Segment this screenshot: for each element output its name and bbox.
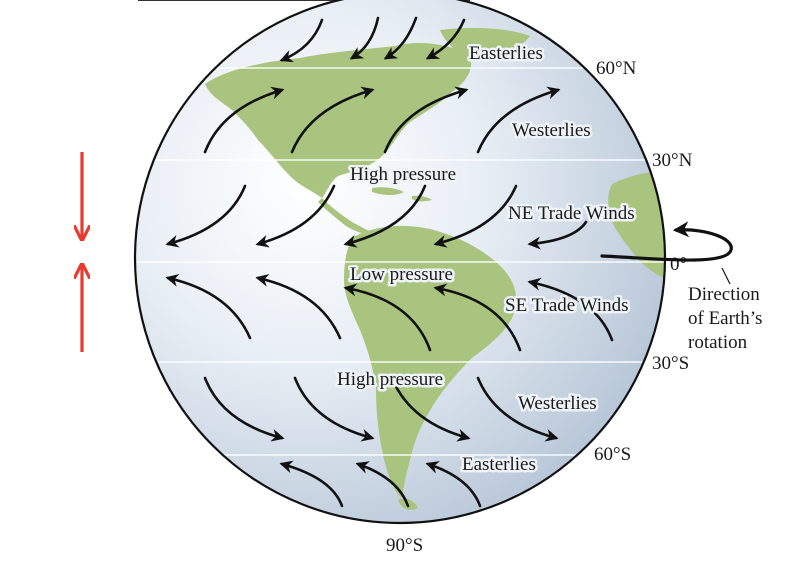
caribbean-islands [372,187,432,202]
ne-trade-winds-label: NE Trade Winds [508,203,635,224]
north-easterly-arrow [383,16,418,60]
ne-trade-arrow [343,184,427,248]
rotation-leader-line [721,267,731,285]
south-easterly-arrow [355,461,410,508]
latitude-30s-label: 30°S [652,353,689,374]
se-trade-arrow [255,273,342,340]
ne-trade-arrow [165,184,247,248]
south-westerly-arrow [203,376,285,442]
latitude-90s-label: 90°S [386,535,423,556]
north-westerly-arrow [383,86,469,154]
north-westerly-arrow [290,86,375,154]
north-high-pressure-label: High pressure [350,164,456,185]
north-easterly-arrow [349,16,380,60]
rotation-label-line2: of Earth’s [688,308,762,329]
north-westerly-arrow [476,86,561,154]
north-easterlies-label: Easterlies [469,43,543,64]
se-trade-arrow [343,283,432,352]
latitude-60s-label: 60°S [594,444,631,465]
ne-trade-arrow [527,220,588,250]
ne-trade-arrow [255,184,336,248]
rotation-arrow [600,221,733,262]
north-america-landmass [205,43,472,199]
central-america-landmass [318,198,372,234]
equatorial-low-pressure-label: Low pressure [350,264,453,285]
globe [133,0,667,525]
south-westerly-arrow [293,376,375,442]
rotation-indicator: Direction of Earth’s rotation [600,221,762,353]
north-westerlies-label: Westerlies [512,120,591,141]
greenland-landmass [440,28,530,58]
north-easterly-arrow [425,18,466,60]
se-trade-winds-label: SE Trade Winds [505,295,628,316]
latitude-30n-label: 30°N [652,150,693,171]
ne-trade-arrow [433,184,518,248]
south-easterly-arrow [279,460,344,508]
south-easterlies-label: Easterlies [462,454,536,475]
south-easterly-arrow [425,461,482,508]
south-westerly-arrow [476,376,559,442]
north-westerly-arrow [203,86,285,154]
latitude-0-label: 0° [670,254,687,275]
south-westerlies-label: Westerlies [518,393,597,414]
south-westerly-arrow [390,376,471,442]
south-high-pressure-label: High pressure [337,369,443,390]
se-trade-arrow [165,273,252,340]
latitude-60n-label: 60°N [596,58,637,79]
north-easterly-arrow [279,18,324,63]
rotation-label-line1: Direction [688,284,760,305]
wind-arrows [165,16,614,508]
africa-landmass [608,171,665,300]
rotation-label-line3: rotation [688,332,748,353]
se-trade-arrow [433,283,522,352]
se-trade-arrow [527,277,614,342]
